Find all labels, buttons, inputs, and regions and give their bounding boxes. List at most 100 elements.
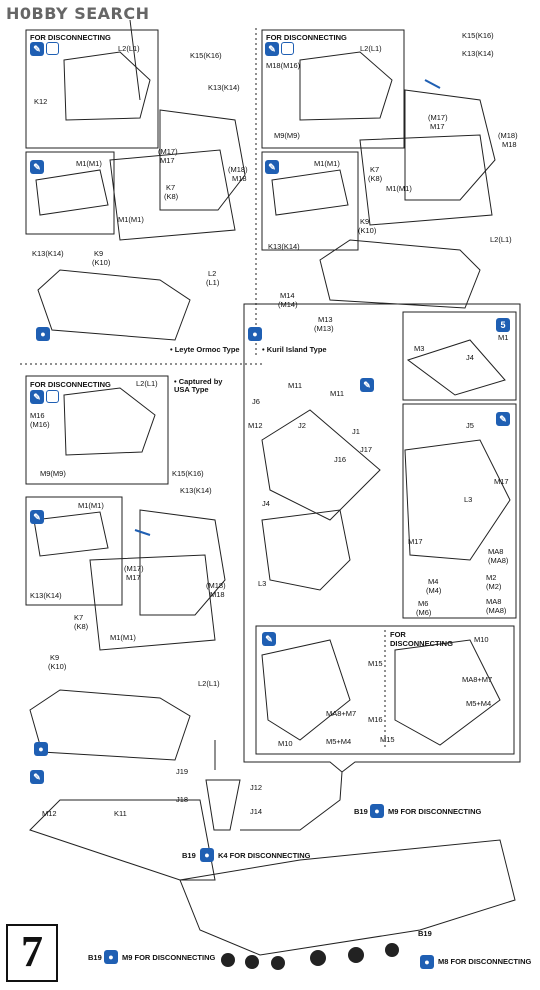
part-label: (M17) (124, 564, 144, 573)
part-label: MA8+M7 (462, 675, 493, 684)
part-label: K13(K14) (30, 591, 62, 600)
disconnect-note: M9 FOR DISCONNECTING (388, 807, 482, 816)
part-label: B19 (354, 807, 368, 816)
disconnect-icon: ● (200, 848, 214, 862)
glue-icon: ✎ (265, 160, 279, 174)
part-label: M6 (418, 599, 429, 608)
disconnect-note: M8 FOR DISCONNECTING (438, 957, 532, 966)
part-label: K15(K16) (462, 31, 494, 40)
part-label: M15 (380, 735, 395, 744)
part-label: M15 (368, 659, 383, 668)
part-label: (K8) (368, 174, 383, 183)
part-label: B19 (418, 929, 432, 938)
step-number: 7 (6, 924, 58, 982)
panel-title: FOR DISCONNECTING (266, 33, 347, 42)
disconnect-icon: ● (370, 804, 384, 818)
variant-marker-icon: ● (34, 742, 48, 756)
part-label: (M6) (416, 608, 432, 617)
part-label: MA8 (488, 547, 504, 556)
part-label: J18 (176, 795, 189, 804)
part-label: J4 (262, 499, 270, 508)
part-label: K9 (94, 249, 104, 258)
part-label: K13(K14) (462, 49, 494, 58)
glue-icon: ✎ (30, 510, 44, 524)
part-label: L2(L1) (136, 379, 158, 388)
do-not-glue-icon (46, 42, 59, 55)
part-label: J14 (250, 807, 263, 816)
part-label: M17 (494, 477, 509, 486)
part-label: M3 (414, 344, 425, 353)
part-label: J6 (252, 397, 260, 406)
part-label: K13(K14) (208, 83, 240, 92)
part-label: K11 (114, 809, 127, 818)
part-label: M14 (280, 291, 295, 300)
glue-icon: ✎ (262, 632, 276, 646)
part-label: M5+M4 (326, 737, 352, 746)
variant-leyte-label: • Leyte Ormoc Type (170, 345, 240, 354)
part-label: K7 (370, 165, 380, 174)
part-label: M1(M1) (314, 159, 340, 168)
part-label: L2 (208, 269, 217, 278)
part-label: M1(M1) (386, 184, 412, 193)
part-label: M5+M4 (466, 699, 492, 708)
do-not-glue-icon (281, 42, 294, 55)
part-label: K9 (360, 217, 370, 226)
part-label: M12 (42, 809, 57, 818)
part-label: M17 (430, 122, 445, 131)
part-label: B19 (88, 953, 102, 962)
header: H0BBY SEARCH (0, 0, 540, 26)
panel-title: FOR DISCONNECTING (390, 630, 453, 648)
part-label: J2 (298, 421, 306, 430)
glue-icon: ✎ (30, 770, 44, 784)
part-label: M16 (30, 411, 45, 420)
part-label: (K10) (48, 662, 67, 671)
panel-title: FOR DISCONNECTING (30, 380, 111, 389)
part-label: (M4) (426, 586, 442, 595)
part-label: M16 (368, 715, 383, 724)
part-label: M18 (232, 174, 247, 183)
part-label: J16 (334, 455, 347, 464)
part-label: J4 (466, 353, 474, 362)
part-label: M1(M1) (110, 633, 136, 642)
disconnect-icon: ● (420, 955, 434, 969)
part-label: L2(L1) (360, 44, 382, 53)
part-label: K15(K16) (190, 51, 222, 60)
part-label: (L1) (206, 278, 220, 287)
part-label: M11 (288, 381, 303, 390)
site-logo: H0BBY SEARCH (6, 4, 150, 23)
part-label: (M13) (314, 324, 334, 333)
part-label: K12 (34, 97, 48, 106)
disconnect-note: K4 FOR DISCONNECTING (218, 851, 311, 860)
part-label: M18 (210, 590, 225, 599)
part-label: MA8 (486, 597, 502, 606)
part-label: (MA8) (486, 606, 507, 615)
part-label: K9 (50, 653, 60, 662)
part-label: (K10) (92, 258, 111, 267)
parts-count-icon: 5 (496, 318, 510, 332)
part-label: K13(K14) (32, 249, 64, 258)
part-label: M10 (278, 739, 293, 748)
part-label: J17 (360, 445, 373, 454)
part-label: K7 (166, 183, 176, 192)
glue-icon: ✎ (30, 160, 44, 174)
part-label: J19 (176, 767, 189, 776)
part-label: M17 (408, 537, 423, 546)
part-label: (M2) (486, 582, 502, 591)
glue-icon: ✎ (496, 412, 510, 426)
variant-kuril-label: • Kuril Island Type (262, 345, 327, 354)
part-label: M12 (248, 421, 263, 430)
part-label: (M17) (428, 113, 448, 122)
variant-marker-icon: ● (248, 327, 262, 341)
part-label: M1(M1) (78, 501, 104, 510)
glue-icon: ✎ (265, 42, 279, 56)
part-label: (K8) (164, 192, 179, 201)
part-label: M1(M1) (118, 215, 144, 224)
part-label: J5 (466, 421, 474, 430)
disconnect-note: M9 FOR DISCONNECTING (122, 953, 216, 962)
glue-icon: ✎ (360, 378, 374, 392)
variant-usa-label: • Captured by USA Type (174, 377, 223, 394)
do-not-glue-icon (46, 390, 59, 403)
part-label: (K10) (358, 226, 377, 235)
disconnect-icon: ● (104, 950, 118, 964)
part-label: (M14) (278, 300, 298, 309)
